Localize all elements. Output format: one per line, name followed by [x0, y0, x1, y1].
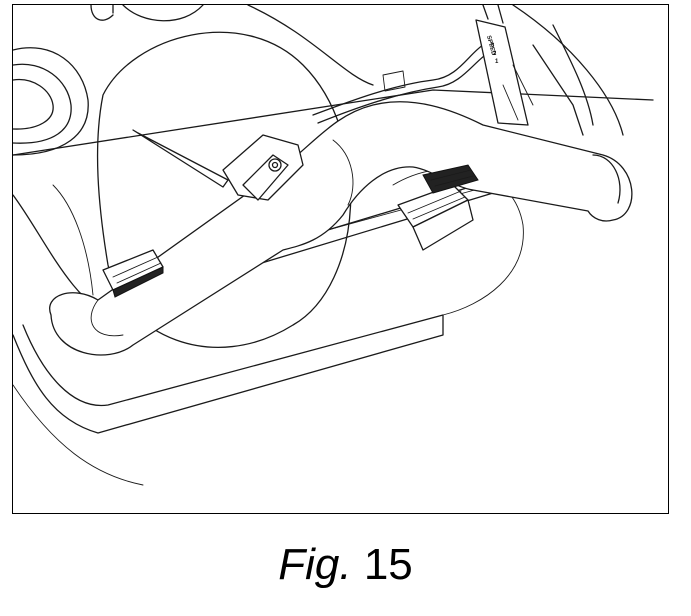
speed-label: SPEED: [485, 35, 496, 57]
body-outline-upper: [13, 89, 654, 156]
right-pedal-pad: [397, 164, 479, 251]
top-fixture: [90, 5, 204, 22]
figure-caption: Fig. 15: [0, 540, 691, 590]
rear-wheel-circle: [96, 31, 352, 348]
mower-footrest-illustration: SPEED 3 2 1: [13, 5, 654, 486]
speed-position-3: 3: [491, 43, 495, 49]
footrest-tube: [49, 101, 633, 356]
deck-lower-edge: [13, 314, 444, 434]
pointer-rod: [132, 129, 229, 188]
body-outline-top: [247, 5, 374, 86]
right-body-curve: [512, 5, 624, 136]
left-pedal-pad: [102, 249, 164, 298]
speed-position-1: 1: [495, 59, 499, 65]
cable-harness-2: [317, 52, 489, 124]
lower-left-body: [13, 384, 144, 486]
tube-clamp-bracket: [222, 134, 304, 201]
caption-number: 15: [363, 540, 413, 589]
figure-frame: SPEED 3 2 1: [12, 4, 669, 514]
cable-harness: [312, 44, 484, 116]
left-fender-inner: [52, 184, 94, 296]
cup-holder: [13, 47, 89, 156]
speed-position-2: 2: [493, 51, 497, 57]
right-post: [532, 24, 594, 136]
cable-clip: [382, 70, 406, 92]
speed-selector: SPEED 3 2 1: [475, 5, 534, 126]
caption-prefix: Fig.: [278, 540, 352, 589]
